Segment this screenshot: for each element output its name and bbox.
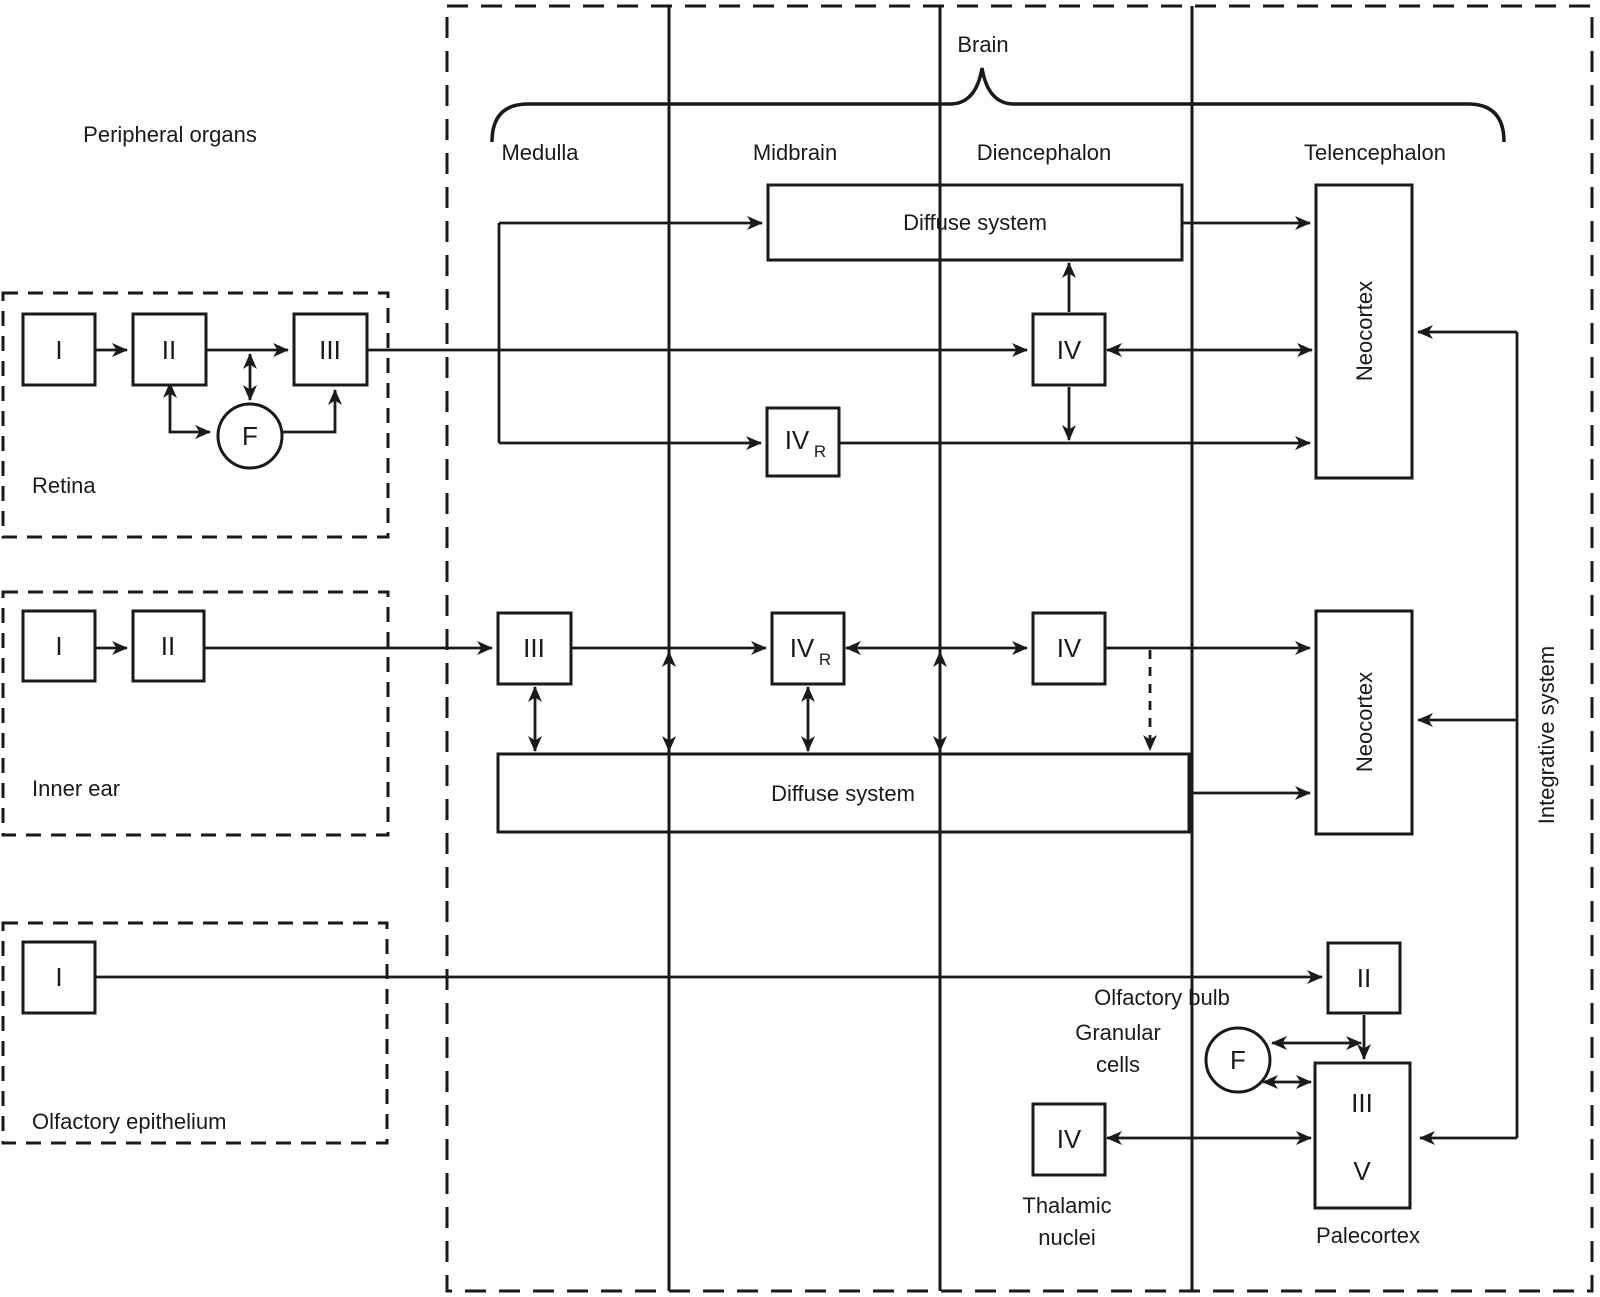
retina-box-iii-label: III <box>319 335 341 365</box>
ear-box-ii-label: II <box>161 631 175 661</box>
integrative-system-label: Integrative system <box>1534 646 1559 825</box>
neocortex-mid-label: Neocortex <box>1352 672 1377 772</box>
granular-feedback-label: F <box>1230 1045 1246 1075</box>
diffuse-system-mid-label: Diffuse system <box>771 781 915 806</box>
retina-feedback-label: F <box>242 421 258 451</box>
brain-brace <box>490 67 1506 143</box>
column-label-medulla: Medulla <box>501 140 579 165</box>
retina-box-ii <box>131 312 208 387</box>
diffuse-system-box-mid <box>496 752 1191 834</box>
ivr-box-top <box>765 406 841 478</box>
iv-top-label: IV <box>1057 335 1082 365</box>
neocortex-box-top <box>1314 183 1414 480</box>
inner-ear-dashed-border <box>1 590 390 837</box>
palecortex-v-label: V <box>1353 1156 1371 1186</box>
thalamic-nuclei-label-line2: nuclei <box>1038 1225 1095 1250</box>
granular-cells-label-line1: Granular <box>1075 1020 1161 1045</box>
brain-heading: Brain <box>957 32 1008 57</box>
peripheral-organs-heading: Peripheral organs <box>83 122 257 147</box>
iv-box-top <box>1031 312 1107 387</box>
retina-box-iii <box>292 312 369 387</box>
retina-box-i-label: I <box>55 335 62 365</box>
palecortex-iii-label: III <box>1351 1088 1373 1118</box>
retina-box-i <box>21 312 97 387</box>
ivr-top-label-sub: R <box>814 442 826 461</box>
ivr-box-mid <box>770 611 846 686</box>
diffuse-system-box-top <box>766 183 1184 262</box>
retina-feedback-circle <box>216 402 284 470</box>
retina-box-ii-label: II <box>162 335 176 365</box>
olfactory-epithelium-label: Olfactory epithelium <box>32 1109 226 1134</box>
olfactory-ii-label: II <box>1357 963 1371 993</box>
iii-mid-label: III <box>523 633 545 663</box>
ivr-top-label-main: IV <box>785 425 810 455</box>
olfactory-box-i <box>21 940 97 1015</box>
thalamic-iv-label: IV <box>1057 1124 1082 1154</box>
column-label-telencephalon: Telencephalon <box>1304 140 1446 165</box>
arrow-retina-ii-feedback-loop <box>163 382 211 439</box>
ivr-mid-label-main: IV <box>790 633 815 663</box>
olfactory-bulb-label: Olfactory bulb <box>1094 985 1230 1010</box>
ear-box-i <box>21 609 97 683</box>
thalamic-iv-box <box>1031 1102 1107 1177</box>
retina-label: Retina <box>32 473 96 498</box>
iii-box-mid <box>496 611 573 686</box>
granular-cells-label-line2: cells <box>1096 1052 1140 1077</box>
granular-feedback-circle <box>1204 1026 1272 1094</box>
arrow-retina-feedback-to-iii <box>283 389 342 434</box>
column-label-midbrain: Midbrain <box>753 140 837 165</box>
olfactory-ii-box <box>1326 941 1402 1015</box>
inner-ear-label: Inner ear <box>32 776 120 801</box>
diffuse-system-top-label: Diffuse system <box>903 210 1047 235</box>
ivr-mid-label-sub: R <box>819 650 831 669</box>
palecortex-box <box>1313 1061 1412 1210</box>
olfactory-box-i-label: I <box>55 962 62 992</box>
ear-box-i-label: I <box>55 631 62 661</box>
retina-dashed-border <box>1 291 390 539</box>
palecortex-label: Palecortex <box>1316 1223 1420 1248</box>
neocortex-top-label: Neocortex <box>1352 281 1377 381</box>
iv-box-mid <box>1031 611 1107 686</box>
thalamic-nuclei-label-line1: Thalamic <box>1022 1193 1111 1218</box>
column-label-diencephalon: Diencephalon <box>977 140 1112 165</box>
iv-mid-label: IV <box>1057 633 1082 663</box>
ear-box-ii <box>131 609 206 683</box>
neocortex-box-mid <box>1314 609 1414 836</box>
